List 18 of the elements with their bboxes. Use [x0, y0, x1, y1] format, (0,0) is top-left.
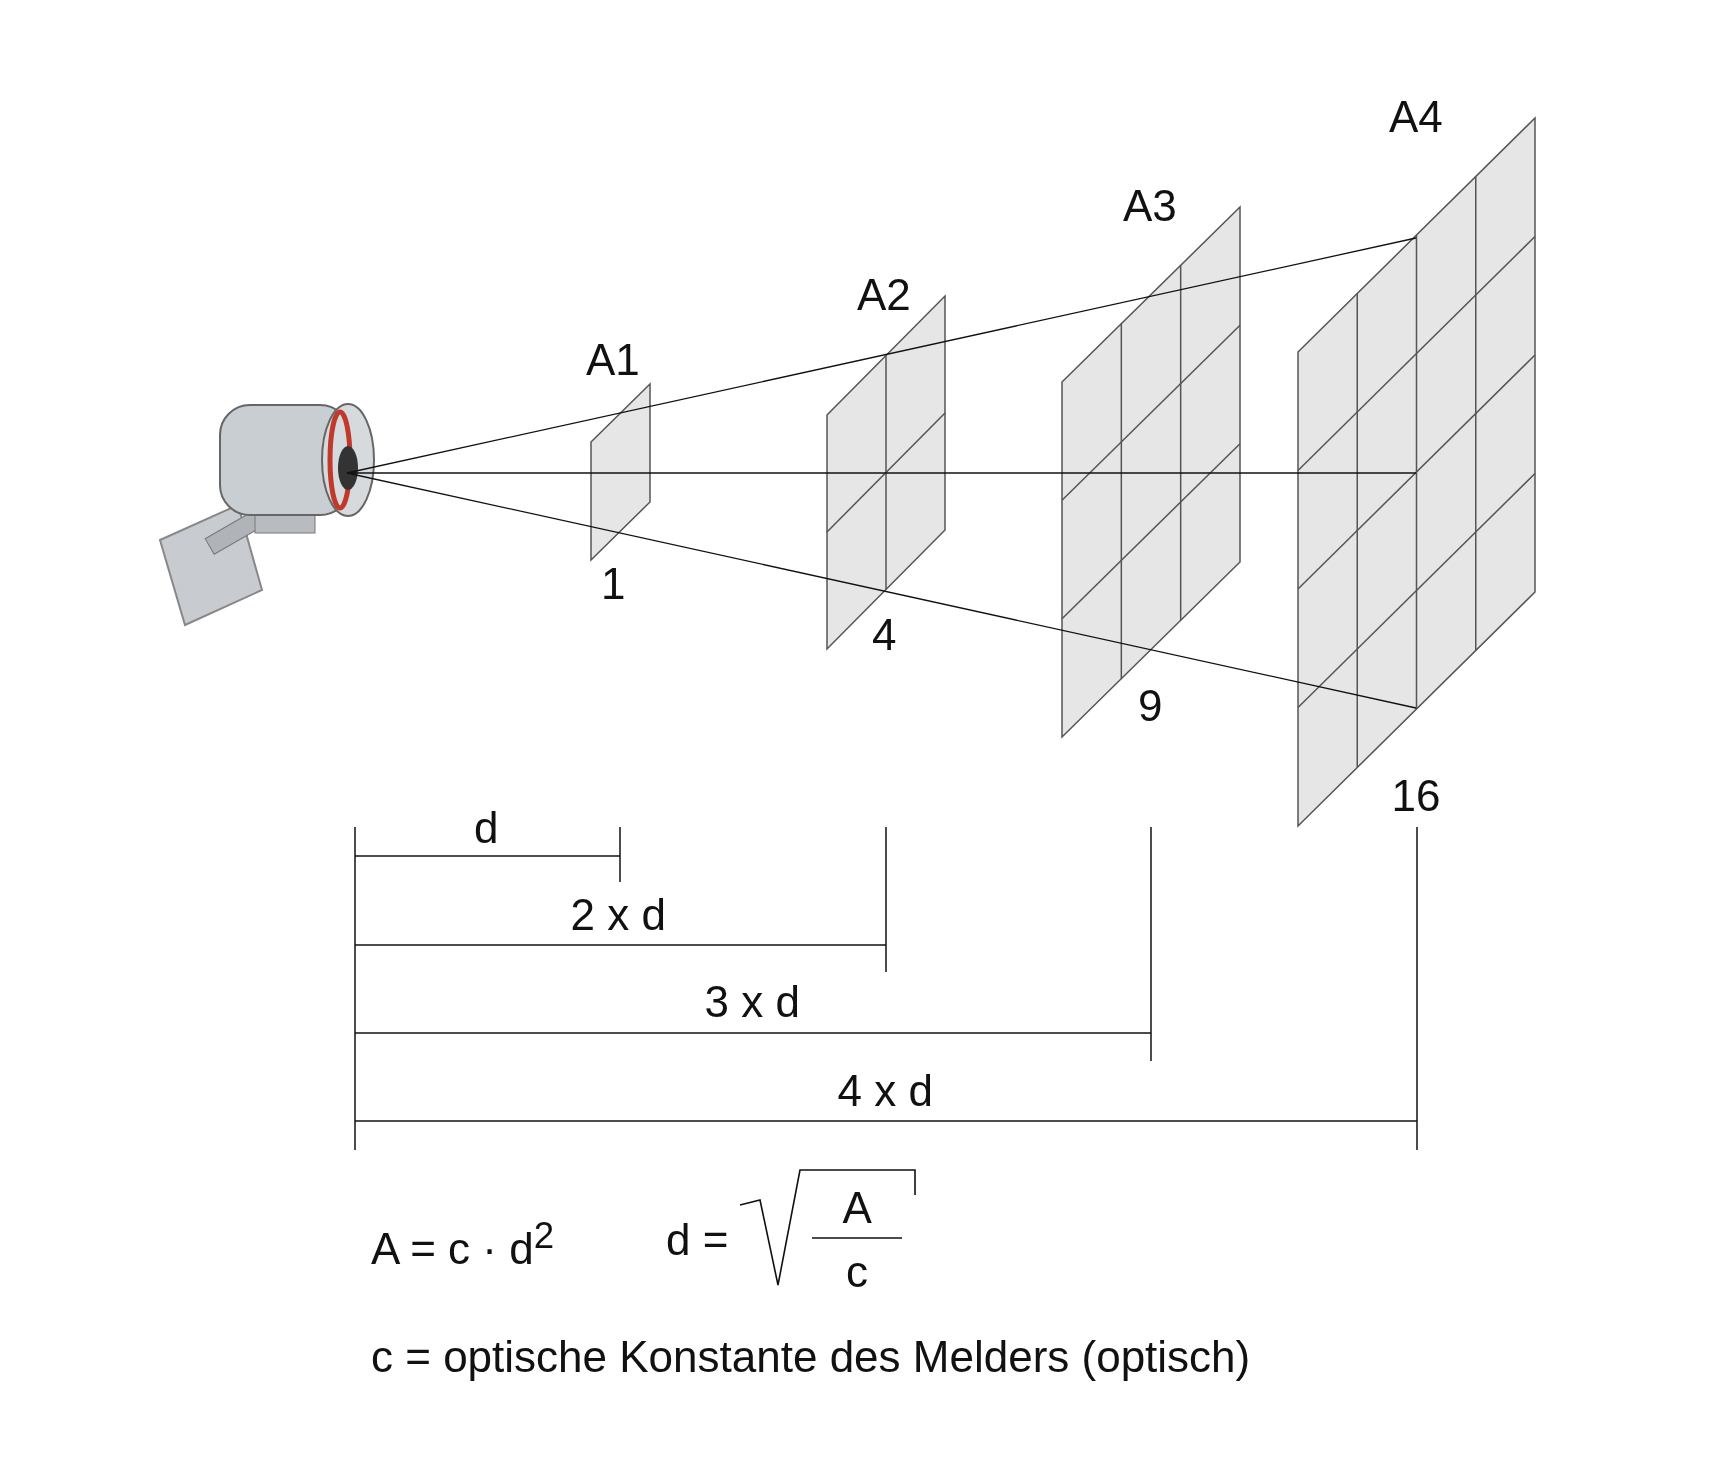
- panel-label: A3: [1123, 184, 1177, 228]
- panel-label: A4: [1389, 95, 1443, 139]
- formula: A = c · d$^{2}$: [371, 1218, 555, 1271]
- dimension-label: 2 x d: [570, 893, 666, 937]
- formula: c: [846, 1250, 868, 1294]
- dimension-label: 4 x d: [837, 1069, 933, 1113]
- grid-panel: [591, 384, 650, 560]
- cell-count: 4: [872, 613, 897, 657]
- cell-count: 1: [601, 562, 626, 606]
- formula: d =: [666, 1218, 729, 1262]
- note: c = optische Konstante des Melders (optisch): [371, 1335, 1251, 1379]
- cell-count: 9: [1138, 684, 1163, 728]
- panel-label: A1: [586, 338, 640, 382]
- dimension-label: d: [474, 806, 499, 850]
- panel-label: A2: [857, 273, 911, 317]
- dimension-label: 3 x d: [704, 980, 800, 1024]
- formula: A: [842, 1186, 872, 1230]
- cell-count: 16: [1391, 774, 1441, 818]
